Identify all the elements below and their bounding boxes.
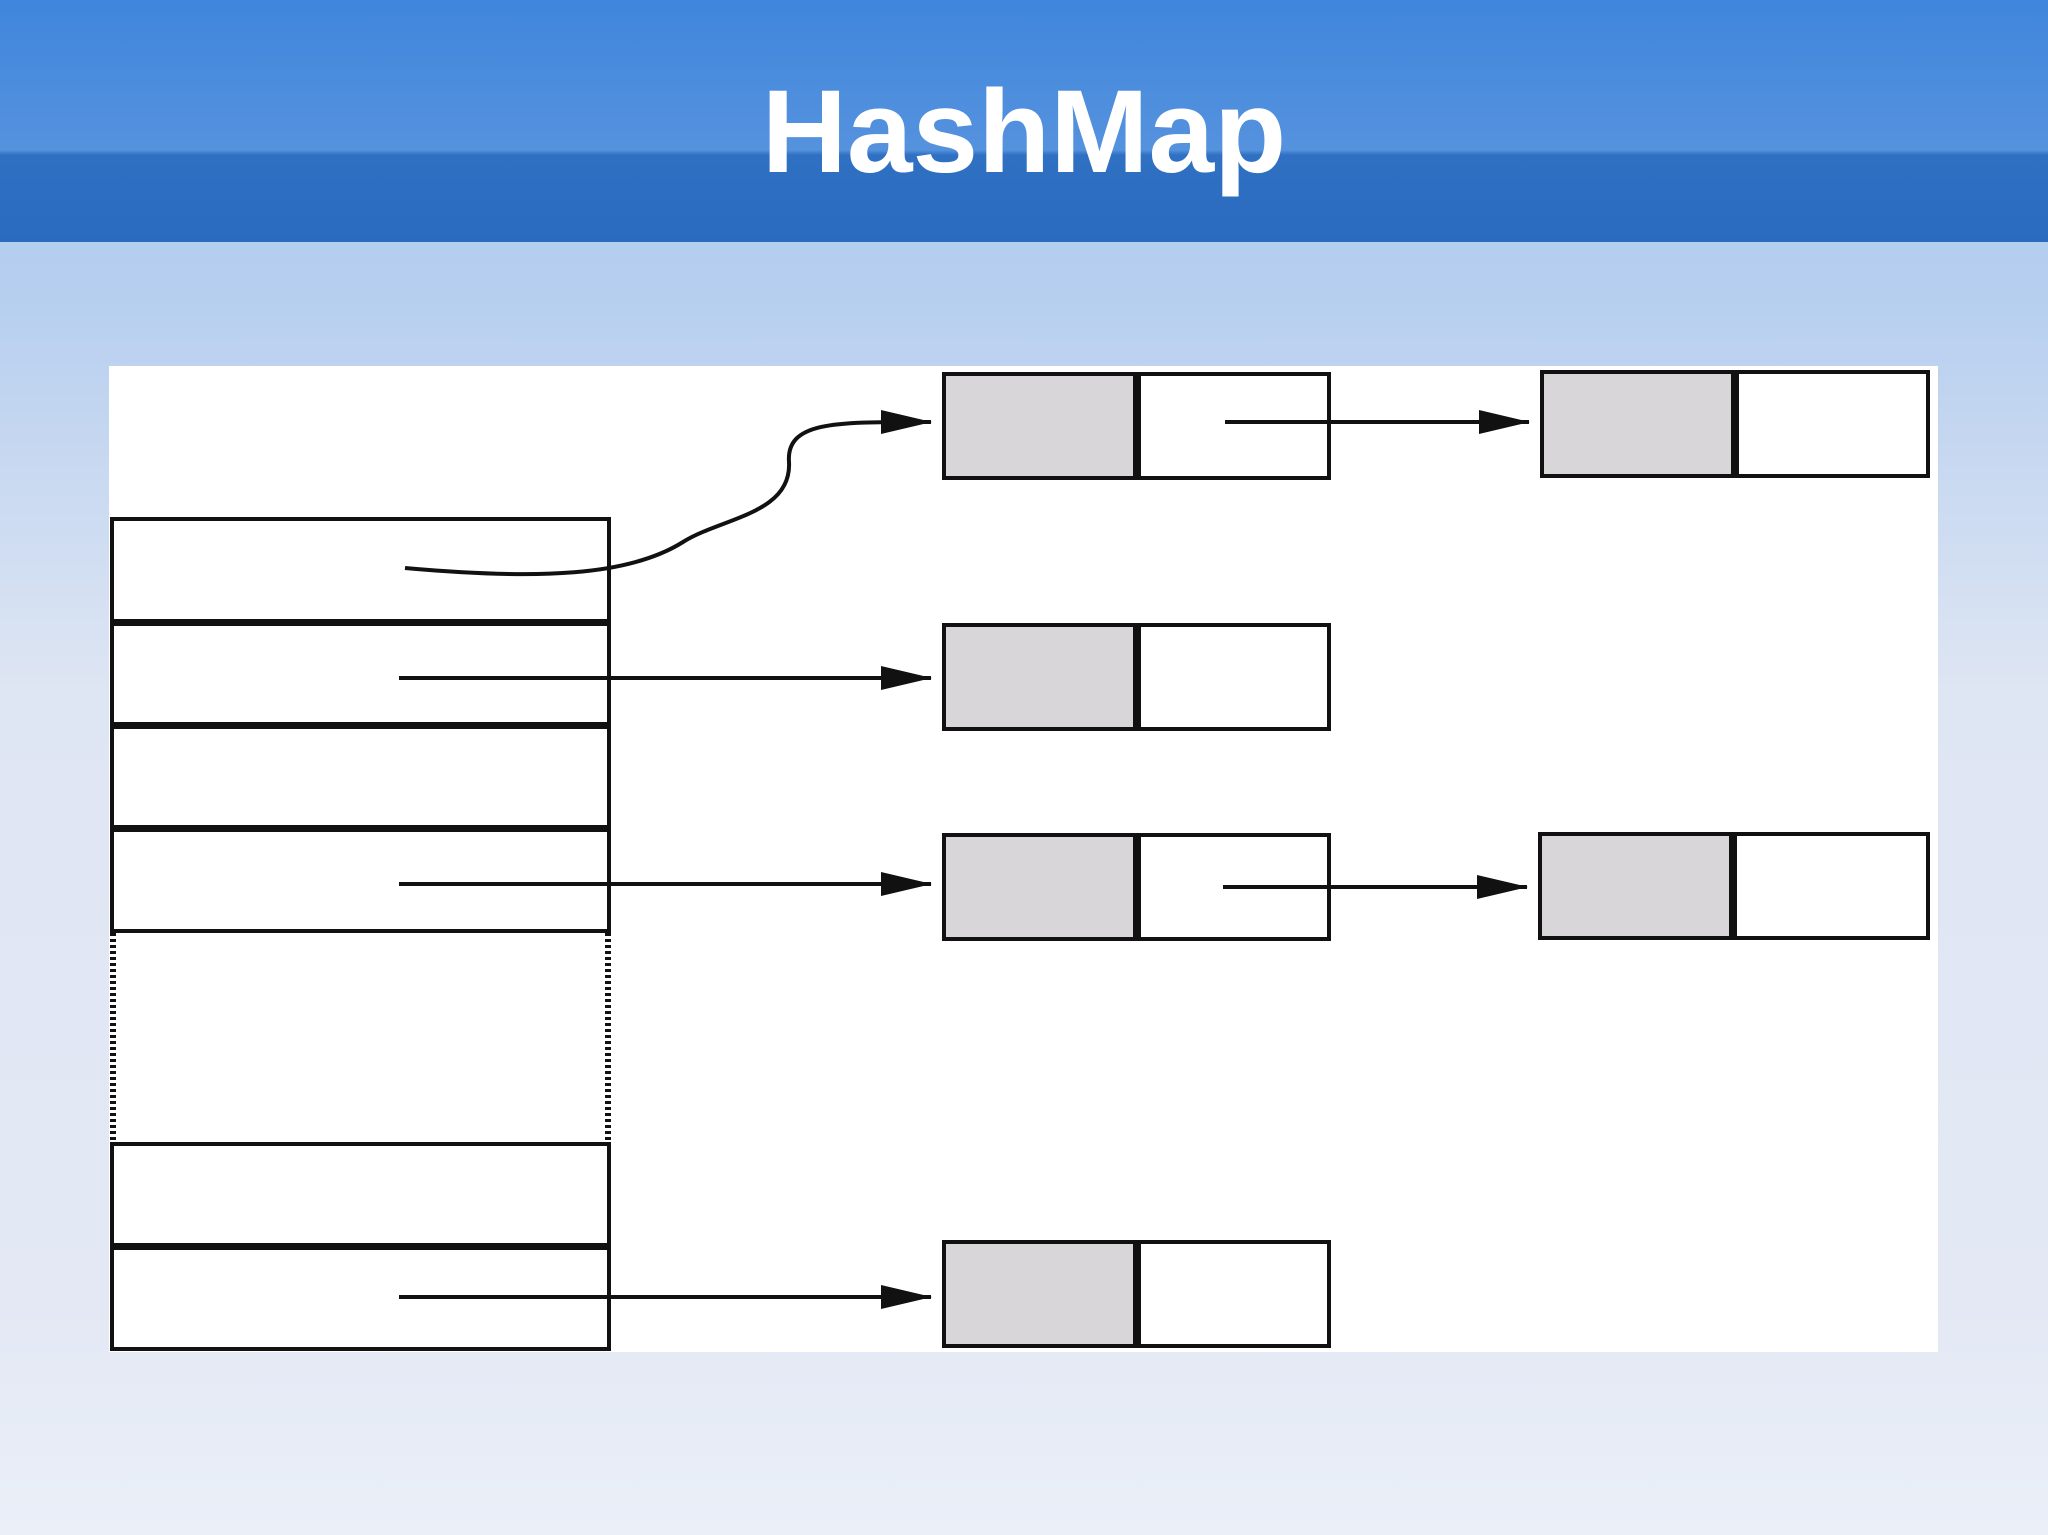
arrowhead-icon [1479,410,1530,434]
entry-node [1538,832,1930,940]
slide-header-bar: HashMap [0,0,2048,242]
bucket-ellipsis-gap [110,933,611,1142]
arrowhead-icon [881,410,932,434]
arrowheads [881,410,1530,1309]
curved-pointer-arrow [404,419,932,577]
hashmap-diagram [109,366,1938,1352]
bucket-array [110,517,611,1351]
slide-title: HashMap [761,66,1287,198]
bucket-5 [110,1142,611,1247]
pointer-arrows [399,419,1529,1299]
entry-node [1540,370,1930,478]
bucket-0 [110,517,611,623]
entry-node [942,372,1331,480]
entry-node [942,623,1331,731]
bucket-2 [110,725,611,829]
arrowhead-icon [881,666,932,690]
hashmap-diagram-svg [110,370,1930,1351]
bucket-1 [110,622,611,726]
arrowhead-icon [1477,875,1528,899]
arrowhead-icon [881,1285,932,1309]
entry-node [942,1240,1331,1348]
bucket-3 [110,828,611,933]
arrowhead-icon [881,872,932,896]
